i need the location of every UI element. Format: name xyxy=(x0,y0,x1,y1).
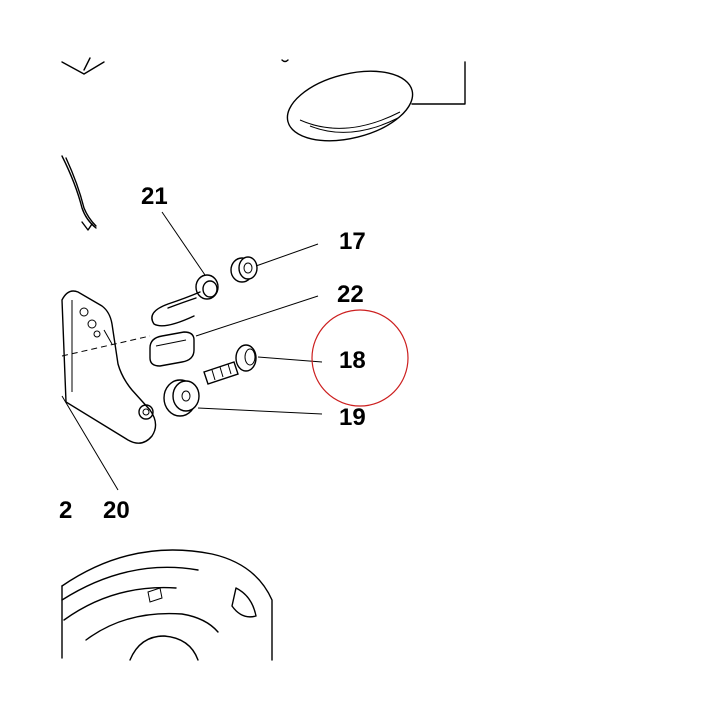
callout-22: 22 xyxy=(337,281,364,308)
lens-cover-part xyxy=(286,61,466,142)
highlight-circle xyxy=(311,309,409,407)
callout-19: 19 xyxy=(339,404,366,431)
leader-21 xyxy=(161,211,206,276)
leader-18 xyxy=(257,356,323,363)
grommet-part xyxy=(230,256,258,283)
leader-22 xyxy=(195,295,319,337)
callout-17: 17 xyxy=(339,228,366,255)
lamp-housing-part xyxy=(61,549,273,661)
top-fragment xyxy=(61,57,289,75)
leader-17 xyxy=(255,243,319,267)
leader-lines xyxy=(61,211,323,491)
axis-tick xyxy=(103,329,113,345)
wire-harness xyxy=(61,155,97,231)
assembly-axis xyxy=(61,335,151,357)
callout-2: 2 xyxy=(59,497,72,524)
callout-20: 20 xyxy=(103,497,130,524)
bolt-part xyxy=(203,344,257,385)
spring-clip-part xyxy=(151,274,219,327)
mounting-bracket-part xyxy=(61,290,157,444)
leader-20 xyxy=(61,395,119,491)
callout-18: 18 xyxy=(339,347,366,374)
washer-part xyxy=(163,379,200,417)
callout-21: 21 xyxy=(141,183,168,210)
gasket-part xyxy=(149,331,195,367)
leader-19 xyxy=(197,407,323,415)
